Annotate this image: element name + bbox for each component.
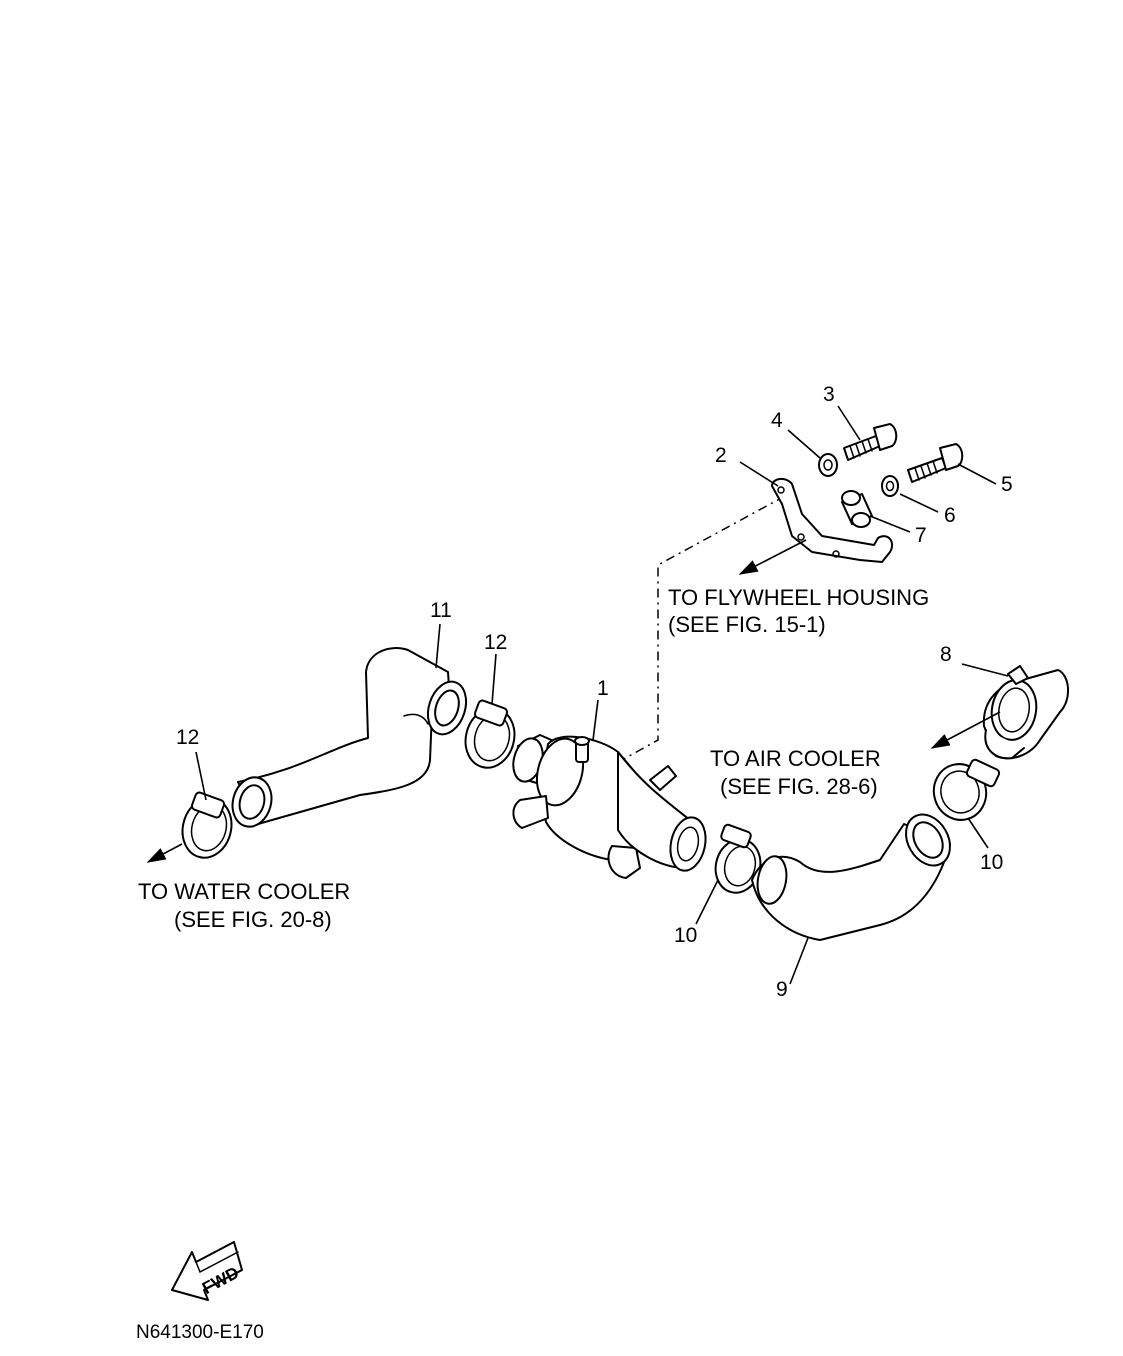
bolt-part-3 — [843, 423, 898, 461]
note-flywheel-line2: (SEE FIG. 15-1) — [668, 612, 826, 637]
callout-12-upper: 12 — [484, 631, 507, 654]
callout-11: 11 — [430, 599, 452, 622]
washer-part-4 — [818, 453, 838, 477]
callout-7: 7 — [915, 524, 927, 547]
callout-3: 3 — [823, 383, 835, 406]
note-aircooler-line1: TO AIR COOLER — [710, 746, 881, 771]
clamp-part-10-right — [932, 758, 1001, 821]
callout-6: 6 — [944, 504, 956, 527]
note-watercooler-line2: (SEE FIG. 20-8) — [174, 907, 332, 932]
arrow-to-flywheel — [738, 539, 807, 575]
callout-2: 2 — [715, 444, 727, 467]
fitting-part-8 — [982, 665, 1069, 760]
arrow-to-water-cooler — [146, 843, 183, 863]
bolt-part-5 — [907, 443, 964, 483]
clamp-part-12-lower — [181, 791, 233, 859]
housing-part-1 — [512, 734, 707, 879]
connection-line — [621, 495, 786, 761]
washer-part-6 — [881, 475, 899, 497]
drawing-code: N641300-E170 — [136, 1322, 264, 1343]
callout-10-right: 10 — [980, 851, 1003, 874]
callout-9: 9 — [776, 978, 788, 1001]
clamp-part-12-upper — [464, 699, 516, 769]
callout-12-lower: 12 — [176, 726, 199, 749]
fwd-arrow-icon: FWD — [171, 1241, 243, 1301]
arrow-to-air-cooler — [930, 711, 1001, 749]
hose-part-11 — [231, 647, 468, 828]
callout-4: 4 — [771, 409, 783, 432]
note-watercooler-line1: TO WATER COOLER — [138, 879, 350, 904]
note-aircooler-line2: (SEE FIG. 28-6) — [720, 774, 878, 799]
callout-8: 8 — [940, 643, 952, 666]
callout-5: 5 — [1001, 473, 1013, 496]
callout-leaders — [195, 405, 1009, 985]
hose-part-9 — [751, 813, 951, 941]
bracket-part-2 — [771, 478, 894, 563]
clamp-part-10-middle — [714, 823, 762, 894]
callout-1: 1 — [597, 677, 609, 700]
note-flywheel-line1: TO FLYWHEEL HOUSING — [668, 585, 929, 610]
spacer-part-7 — [841, 490, 873, 528]
callout-10-middle: 10 — [674, 924, 697, 947]
